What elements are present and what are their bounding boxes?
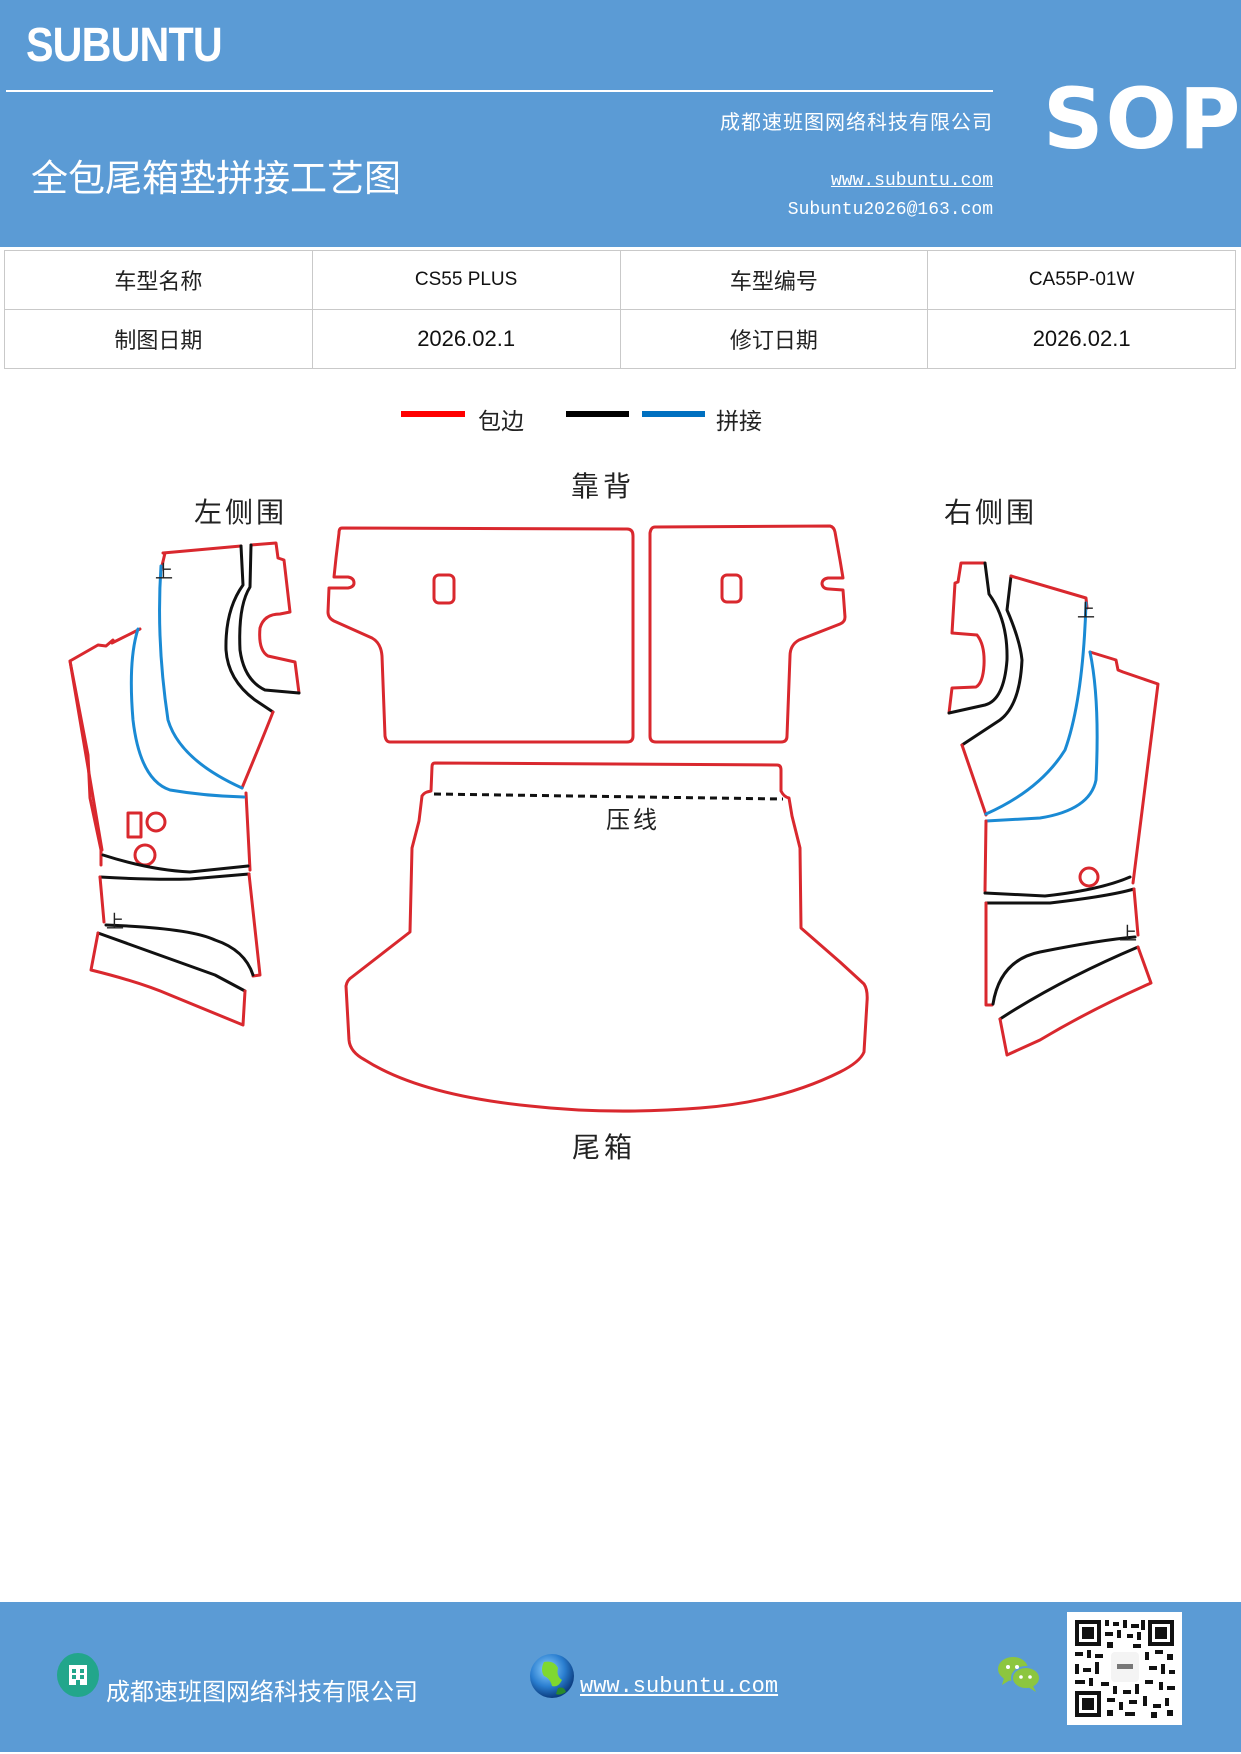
crease-line xyxy=(433,792,784,801)
right-side-lower-flap-edge xyxy=(960,650,1160,885)
company-name: 成都速班图网络科技有限公司 xyxy=(720,110,993,134)
label-model-name: 车型名称 xyxy=(4,250,313,310)
label-left-side: 左侧围 xyxy=(194,496,287,529)
legend-label-splice: 拼接 xyxy=(716,409,762,435)
legend-swatch-red xyxy=(401,411,465,417)
document-title: 全包尾箱垫拼接工艺图 xyxy=(31,157,401,200)
footer-website-link[interactable]: www.subuntu.com xyxy=(580,1674,779,1699)
left-side-lower-edge xyxy=(98,872,262,978)
right-side-mid-seam-a xyxy=(983,875,1132,898)
qr-code xyxy=(1067,1612,1182,1725)
left-side-seam-2 xyxy=(238,543,301,695)
value-model-name: CS55 PLUS xyxy=(311,250,621,310)
right-side-seam-2 xyxy=(960,574,1024,747)
left-side-small-flap xyxy=(249,541,301,695)
trunk-piece xyxy=(344,761,869,1113)
backrest-left-hole xyxy=(432,573,456,605)
left-side-lower-seam-c xyxy=(104,923,255,977)
right-side-splice-1 xyxy=(984,601,1088,816)
label-crease: 压线 xyxy=(606,806,660,834)
label-trunk: 尾箱 xyxy=(572,1131,636,1164)
wechat-icon xyxy=(998,1657,1041,1692)
backrest-right-hole xyxy=(720,573,743,604)
value-revision-date: 2026.02.1 xyxy=(927,309,1236,369)
up-mark-left-bottom: 上 xyxy=(106,912,124,933)
legend: 包边 拼接 xyxy=(0,402,1241,442)
right-side-seam-1 xyxy=(947,561,1009,715)
left-side-hole-1 xyxy=(145,811,167,833)
left-side-seam-1 xyxy=(224,544,275,714)
right-side-small-flap xyxy=(947,561,987,715)
right-side-lower-seam-c xyxy=(991,935,1137,1006)
up-mark-right-top: 上 xyxy=(1077,601,1095,622)
label-backrest: 靠背 xyxy=(571,470,635,503)
email-address: Subuntu2026@163.com xyxy=(787,200,993,220)
right-side-top-edge xyxy=(1009,574,1089,610)
vehicle-info-table: 车型名称 CS55 PLUS 车型编号 CA55P-01W 制图日期 2026.… xyxy=(4,250,1236,369)
left-side-hole-2 xyxy=(133,843,157,867)
website-link[interactable]: www.subuntu.com xyxy=(830,171,993,191)
value-drawing-date: 2026.02.1 xyxy=(311,309,621,369)
header-banner: SUBUNTU 成都速班图网络科技有限公司 全包尾箱垫拼接工艺图 www.sub… xyxy=(0,0,1241,247)
right-side-hole xyxy=(1078,866,1100,888)
left-side-top-splice xyxy=(129,564,246,799)
label-revision-date: 修订日期 xyxy=(619,309,929,369)
right-side-splice-2 xyxy=(984,650,1099,823)
footer-company-name: 成都速班图网络科技有限公司 xyxy=(106,1678,418,1706)
table-row: 制图日期 2026.02.1 修订日期 2026.02.1 xyxy=(4,309,1236,369)
footer-banner: 成都速班图网络科技有限公司 www.subuntu.com xyxy=(0,1602,1241,1752)
backrest-left-piece xyxy=(326,526,635,744)
left-side-lower-seam-a xyxy=(101,853,250,874)
brand-logo: SUBUNTU xyxy=(26,19,223,72)
legend-label-edge: 包边 xyxy=(478,409,524,435)
value-model-code: CA55P-01W xyxy=(927,250,1236,310)
right-side-mid-edge xyxy=(983,819,988,893)
label-model-code: 车型编号 xyxy=(619,250,929,310)
sop-badge: SOP xyxy=(1043,70,1241,168)
backrest-right-piece xyxy=(648,524,847,744)
label-right-side: 右侧围 xyxy=(944,496,1037,529)
up-mark-left-top: 上 xyxy=(155,562,173,583)
left-side-main-edge xyxy=(68,551,275,872)
label-drawing-date: 制图日期 xyxy=(4,309,313,369)
right-side-mid-seam-b xyxy=(984,887,1136,905)
building-icon xyxy=(57,1653,99,1697)
right-side-lower-edge xyxy=(984,887,1140,1007)
left-side-lower-seam-b xyxy=(98,872,251,881)
left-side-lower-seam-d xyxy=(96,931,247,993)
left-side-outer-edge xyxy=(68,659,104,852)
up-mark-right-bottom: 上 xyxy=(1119,924,1137,945)
right-side-bottom-edge xyxy=(998,945,1153,1057)
table-row: 车型名称 CS55 PLUS 车型编号 CA55P-01W xyxy=(4,250,1236,310)
legend-swatch-black xyxy=(566,411,629,417)
left-side-bottom-edge xyxy=(89,931,247,1027)
left-side-upper-edge xyxy=(161,544,243,555)
globe-icon xyxy=(530,1654,574,1698)
pattern-diagram: 靠背 左侧围 右侧围 压线 尾箱 上 上 上 上 xyxy=(68,470,1160,1164)
legend-swatch-blue xyxy=(642,411,705,417)
right-side-lower-seam-d xyxy=(998,945,1140,1021)
left-side-rect-hole xyxy=(126,811,143,839)
header-divider xyxy=(6,90,993,92)
